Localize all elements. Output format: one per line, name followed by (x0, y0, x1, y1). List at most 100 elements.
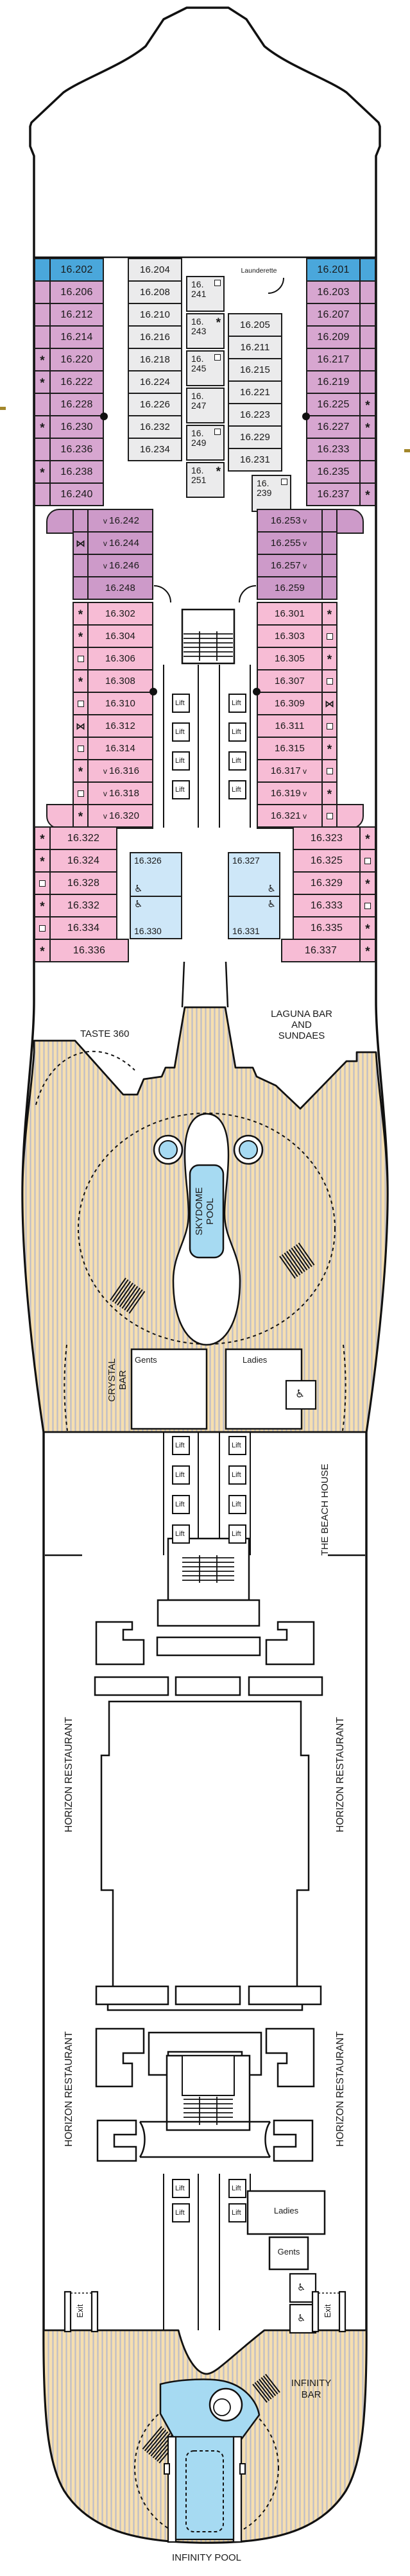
cabin-16.251[interactable]: 16.*251 (186, 462, 225, 498)
cabin-16.322[interactable]: 16.322 (49, 826, 117, 850)
balcony-strip: * (359, 415, 376, 439)
cabin-16.218[interactable]: 16.218 (128, 348, 182, 371)
cabin-16.334[interactable]: 16.334 (49, 916, 117, 940)
cabin-16.229[interactable]: 16.229 (228, 425, 282, 449)
cabin-16.230[interactable]: 16.230 (49, 415, 104, 439)
cabin-16.336[interactable]: 16.336 (49, 939, 129, 962)
sofa-bed-symbol: * (40, 466, 45, 480)
cabin-16.201[interactable]: 16.201 (306, 258, 361, 282)
cabin-16.312[interactable]: 16.312 (87, 714, 153, 738)
cabin-16.219[interactable]: 16.219 (306, 370, 361, 394)
cabin-16.232[interactable]: 16.232 (128, 415, 182, 439)
cabin-16.337[interactable]: 16.337 (281, 939, 361, 962)
cabin-16.239[interactable]: 16.239 (252, 475, 291, 512)
cabin-16.225[interactable]: 16.225 (306, 393, 361, 416)
cabin-16.329[interactable]: 16.329 (293, 871, 361, 895)
cabin-16.234[interactable]: 16.234 (128, 438, 182, 461)
cabin-16.309[interactable]: 16.309 (257, 692, 323, 715)
cabin-16.206[interactable]: 16.206 (49, 280, 104, 304)
cabin-16.245[interactable]: 16.245 (186, 350, 225, 386)
cabin-16.259[interactable]: 16.259 (257, 576, 323, 600)
cabin-16.240[interactable]: 16.240 (49, 482, 104, 506)
cabin-16.224[interactable]: 16.224 (128, 370, 182, 394)
cabin-16.205[interactable]: 16.205 (228, 313, 282, 337)
cabin-16.324[interactable]: 16.324 (49, 849, 117, 873)
cabin-16.212[interactable]: 16.212 (49, 303, 104, 327)
cabin-16.306[interactable]: 16.306 (87, 647, 153, 670)
cabin-16.310[interactable]: 16.310 (87, 692, 153, 715)
cabin-16.223[interactable]: 16.223 (228, 403, 282, 427)
cabin-16.248[interactable]: 16.248 (87, 576, 153, 600)
cabin-16.333[interactable]: 16.333 (293, 894, 361, 917)
cabin-16.220[interactable]: 16.220 (49, 348, 104, 371)
cabin-16.214[interactable]: 16.214 (49, 325, 104, 349)
cabin-16.208[interactable]: 16.208 (128, 280, 182, 304)
cabin-16.226[interactable]: 16.226 (128, 393, 182, 416)
cabin-16.304[interactable]: 16.304 (87, 624, 153, 648)
cabin-16.326[interactable]: 16.326♿ (130, 852, 182, 897)
lift: Lift (172, 751, 190, 771)
cabin-16.235[interactable]: 16.235 (306, 460, 361, 484)
cabin-16.227[interactable]: 16.227 (306, 415, 361, 439)
cabin-16.249[interactable]: 16.249 (186, 425, 225, 461)
cabin-16.328[interactable]: 16.328 (49, 871, 117, 895)
cabin-16.228[interactable]: 16.228 (49, 393, 104, 416)
cabin-16.211[interactable]: 16.211 (228, 336, 282, 359)
cabin-16.325[interactable]: 16.325 (293, 849, 361, 873)
cabin-16.221[interactable]: 16.221 (228, 380, 282, 404)
cabin-16.243[interactable]: 16.*243 (186, 313, 225, 349)
cabin-number: 16.335 (310, 922, 343, 934)
cabin-16.314[interactable]: 16.314 (87, 737, 153, 760)
cabin-16.210[interactable]: 16.210 (128, 303, 182, 327)
cabin-16.207[interactable]: 16.207 (306, 303, 361, 327)
cabin-16.327[interactable]: 16.327♿ (228, 852, 280, 897)
cabin-16.203[interactable]: 16.203 (306, 280, 361, 304)
cabin-16.215[interactable]: 16.215 (228, 358, 282, 382)
cabin-16.238[interactable]: 16.238 (49, 460, 104, 484)
cabin-16.237[interactable]: 16.237 (306, 482, 361, 506)
cabin-number: 16.232 (139, 422, 171, 432)
cabin-16.222[interactable]: 16.222 (49, 370, 104, 394)
wheelchair-icon: ♿ (297, 2313, 306, 2324)
cabin-16.209[interactable]: 16.209 (306, 325, 361, 349)
cabin-16.302[interactable]: 16.302 (87, 602, 153, 626)
balcony-strip: * (359, 916, 376, 940)
cabin-16.330[interactable]: 16.330♿ (130, 896, 182, 939)
cabin-16.308[interactable]: 16.308 (87, 669, 153, 693)
cabin-16.305[interactable]: 16.305 (257, 647, 323, 670)
cabin-16.323[interactable]: 16.323 (293, 826, 361, 850)
cabin-16.231[interactable]: 16.231 (228, 448, 282, 472)
cabin-number: 16.234 (139, 444, 171, 455)
balcony-strip: * (359, 871, 376, 895)
cabin-16.204[interactable]: 16.204 (128, 258, 182, 282)
cabin-16.315[interactable]: 16.315 (257, 737, 323, 760)
cabin-16.241[interactable]: 16.241 (186, 276, 225, 312)
cabin-16.311[interactable]: 16.311 (257, 714, 323, 738)
cabin-16.307[interactable]: 16.307 (257, 669, 323, 693)
cabin-16.303[interactable]: 16.303 (257, 624, 323, 648)
cabin-16.216[interactable]: 16.216 (128, 325, 182, 349)
cabin-16.236[interactable]: 16.236 (49, 438, 104, 461)
cabin-16.202[interactable]: 16.202 (49, 258, 104, 282)
cabin-16.301[interactable]: 16.301 (257, 602, 323, 626)
lift: Lift (172, 694, 190, 713)
cabin-16.217[interactable]: 16.217 (306, 348, 361, 371)
cabin-16.331[interactable]: 16.331♿ (228, 896, 280, 939)
balcony-strip (321, 624, 337, 648)
cabin-16.332[interactable]: 16.332 (49, 894, 117, 917)
cabin-16.233[interactable]: 16.233 (306, 438, 361, 461)
cabin-16.335[interactable]: 16.335 (293, 916, 361, 940)
cabin-16.247[interactable]: 16.247 (186, 388, 225, 423)
